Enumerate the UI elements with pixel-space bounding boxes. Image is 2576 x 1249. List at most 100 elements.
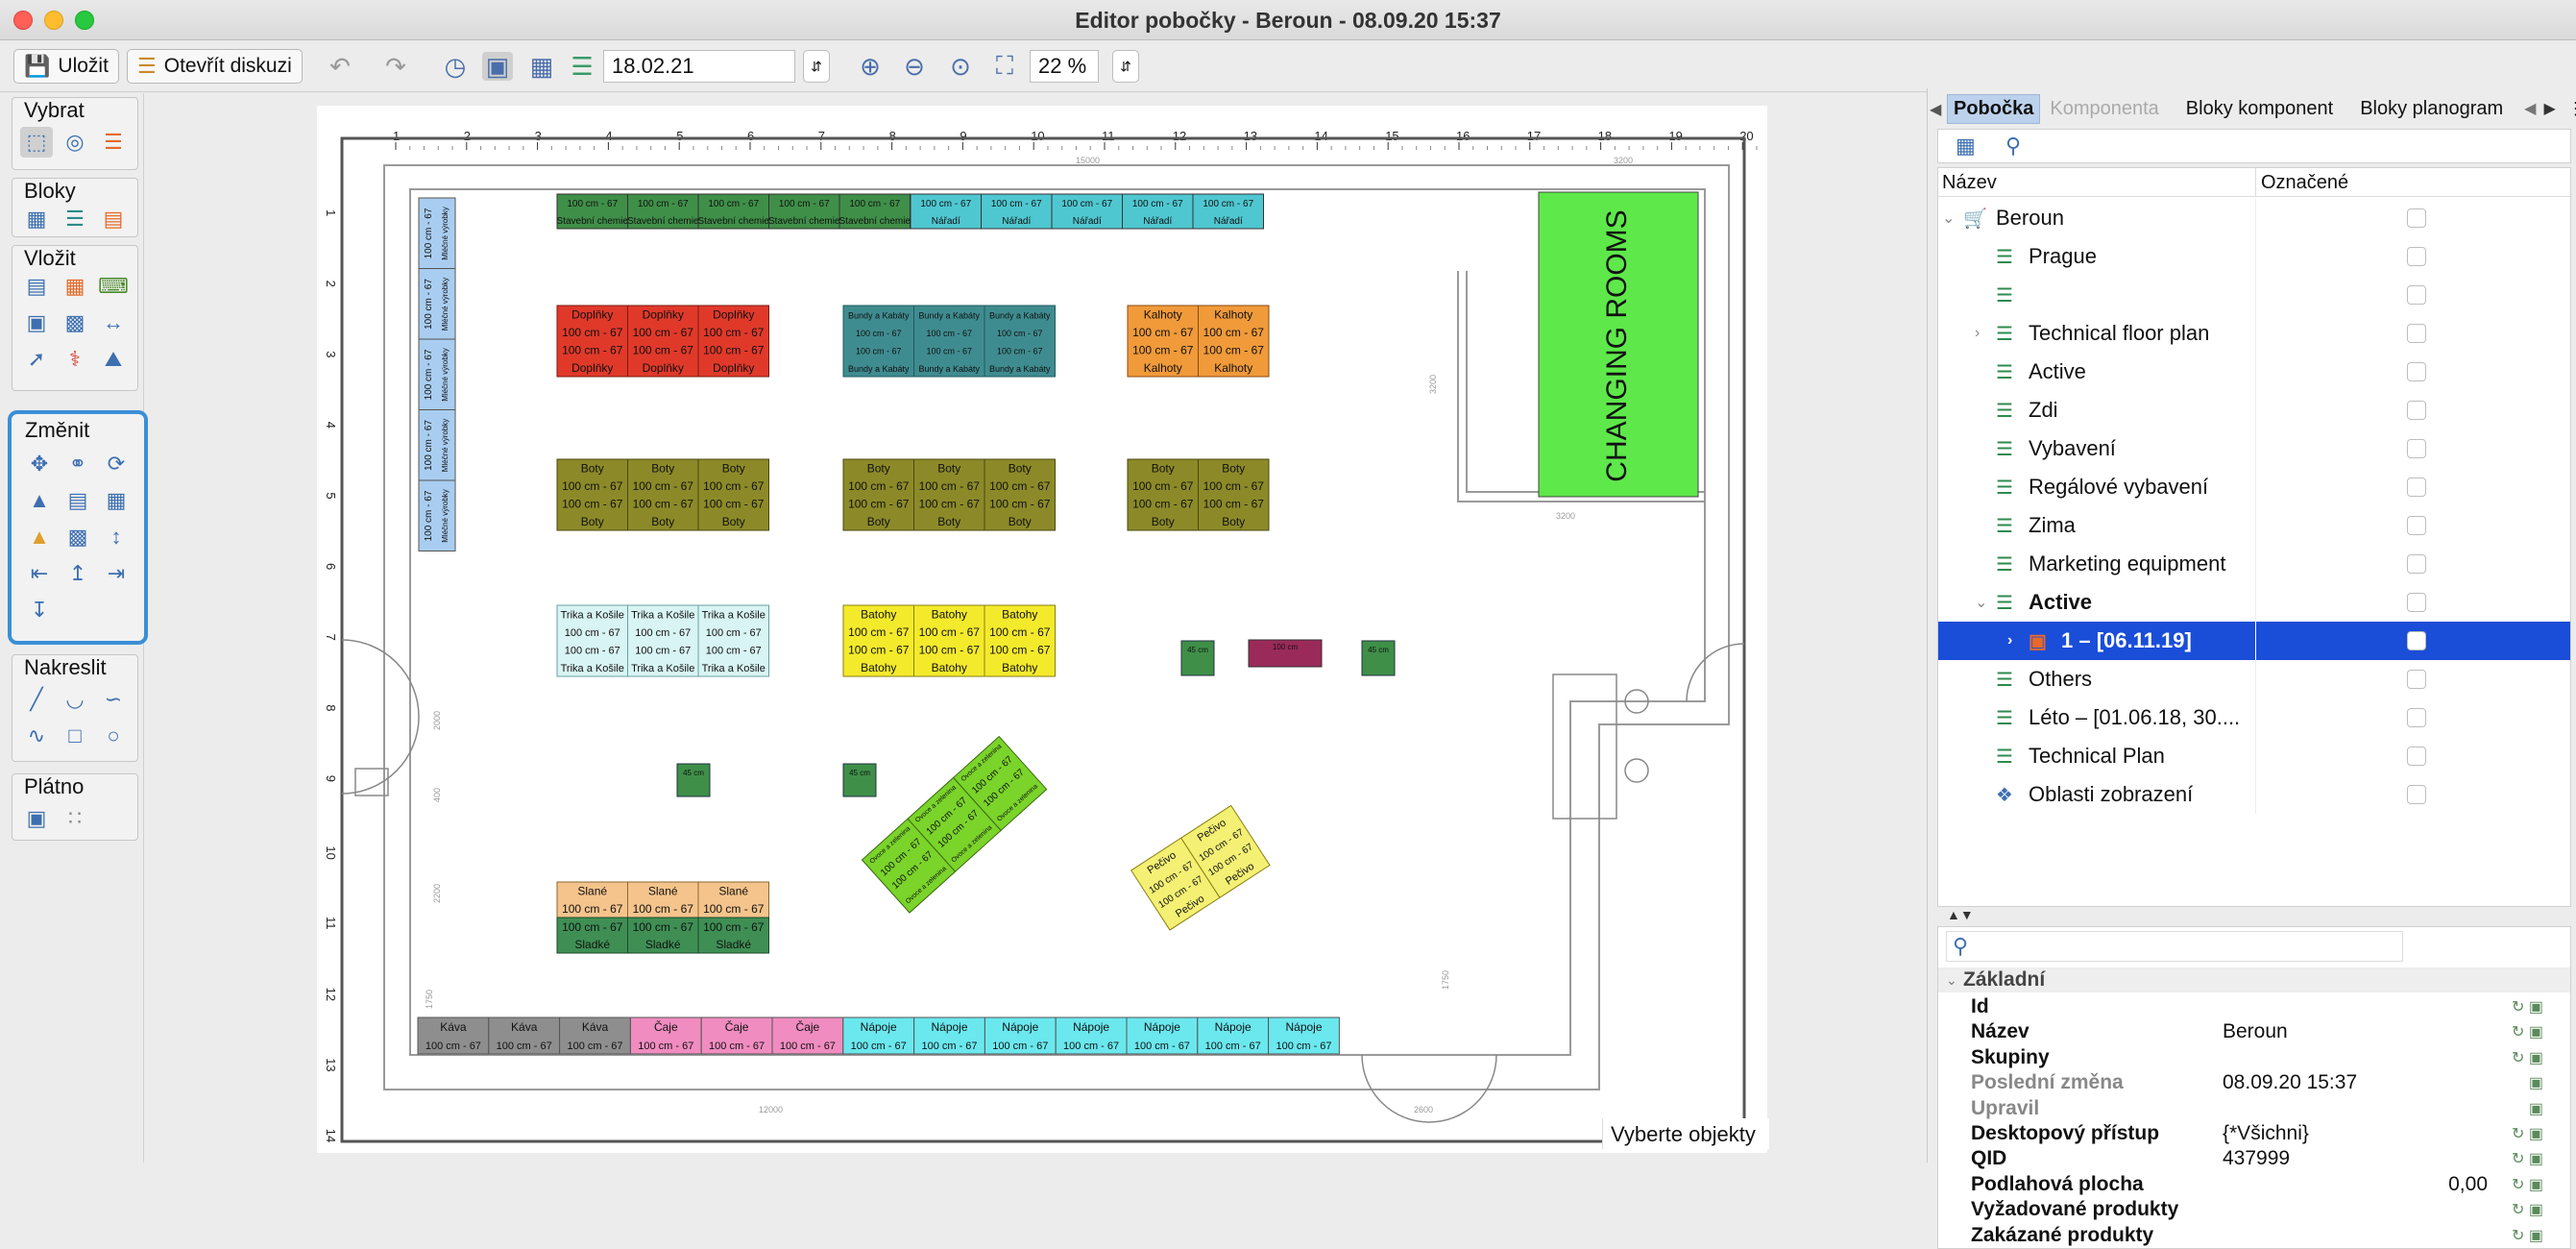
chevron-down-icon[interactable]: ⌄ [1975,595,1988,611]
marked-checkbox[interactable] [2407,362,2426,381]
shelf-unit[interactable] [913,305,985,378]
marked-checkbox[interactable] [2407,247,2426,266]
shelf-unit[interactable] [697,458,769,531]
insert-line-icon[interactable]: ➚ [27,347,46,371]
shelf-unit[interactable] [910,193,982,230]
display-45cm[interactable]: 45 cm [1361,640,1396,676]
tab-bloky-planogram[interactable]: Bloky planogram [2360,97,2504,119]
shelf-unit[interactable] [984,604,1056,677]
target-select-icon[interactable]: ◎ [65,130,85,154]
marked-checkbox[interactable] [2407,439,2426,458]
shelf-unit[interactable] [559,1016,631,1055]
mirror-icon[interactable]: ▲ [29,525,50,549]
tab-bloky-komponent[interactable]: Bloky komponent [2185,97,2334,119]
zoom-stepper[interactable]: ⇵ [1112,50,1139,83]
shelf-unit[interactable] [556,193,628,230]
polygon-edit-icon[interactable]: ▲ [29,488,50,512]
tab-pobocka[interactable]: Pobočka [1947,93,2041,124]
canvas-size-icon[interactable]: ▣ [26,806,47,830]
shelf-unit[interactable] [627,305,699,378]
tree-row-8[interactable]: ☰Zima [1938,506,2570,545]
block-add-icon[interactable]: ▦ [26,207,47,231]
shelf-unit[interactable] [913,1016,985,1055]
props-search[interactable]: ⚲ [1946,931,2403,962]
shelf-unit[interactable] [1268,1016,1340,1055]
align-bottom-icon[interactable]: ↧ [30,598,49,622]
property-row[interactable]: Id↻ ▣ [1938,994,2570,1019]
canvas-grid-icon[interactable]: ∷ [68,806,82,830]
shelf-unit[interactable] [842,1016,915,1055]
shelf-unit[interactable] [1127,305,1199,378]
shelf-unit[interactable] [697,917,769,954]
shelf-unit[interactable] [842,305,914,378]
group-icon[interactable]: ⚭ [68,452,87,476]
zoom-fit-icon[interactable]: ⊙ [950,51,971,81]
draw-line-icon[interactable]: ╱ [30,687,43,711]
tree-row-5[interactable]: ☰Zdi [1938,391,2570,429]
tabs-scroll-right-icon[interactable]: ▶ [2543,101,2556,117]
zoom-in-icon[interactable]: ⊕ [860,51,881,81]
tree-row-10[interactable]: ⌄☰Active [1938,583,2570,622]
layer-select-icon[interactable]: ☰ [104,130,123,154]
shelf-unit[interactable] [556,458,628,531]
shelf-unit[interactable] [627,458,699,531]
shelf-unit[interactable] [629,1016,702,1055]
property-action-icons[interactable]: ↻ ▣ [2512,1176,2543,1193]
zoom-page-icon[interactable]: ⛶ [995,51,1014,80]
undo-icon[interactable]: ↶ [329,51,351,81]
tree-row-6[interactable]: ☰Vybavení [1938,429,2570,468]
close-window-button[interactable] [13,11,33,30]
tree-row-1[interactable]: ☰Prague [1938,237,2570,276]
insert-pdf-icon[interactable]: ⚕ [69,347,81,371]
props-section-header[interactable]: ⌄ Základní [1938,967,2570,992]
display-unit[interactable] [842,763,877,797]
property-value[interactable]: 0,00 [2448,1172,2488,1195]
tree-row-7[interactable]: ☰Regálové vybavení [1938,468,2570,506]
canvas-toggle-icon[interactable]: ▣ [482,52,513,81]
shelf-unit[interactable] [556,604,628,677]
shelf-unit[interactable] [418,479,456,551]
align-edge-left-icon[interactable]: ⇤ [30,561,49,585]
zoom-out-icon[interactable]: ⊖ [904,51,925,81]
tree-row-0[interactable]: ⌄🛒Beroun [1938,199,2570,237]
shelf-unit[interactable] [1197,1016,1270,1055]
save-button[interactable]: 💾 Uložit [13,49,119,84]
shelf-unit[interactable] [418,409,456,481]
display-45cm[interactable]: 45 cm [1180,640,1215,676]
changing-rooms-area[interactable]: CHANGING ROOMS [1538,191,1699,498]
property-row[interactable]: Vyžadované produkty↻ ▣ [1938,1197,2570,1222]
property-value[interactable]: Beroun [2223,1020,2288,1043]
distribute-v-icon[interactable]: ↕ [110,525,122,549]
block-layers-icon[interactable]: ☰ [65,207,85,231]
display-100cm[interactable]: 100 cm [1248,639,1323,668]
align-edge-right-icon[interactable]: ⇥ [107,561,126,585]
marked-checkbox[interactable] [2407,516,2426,535]
property-action-icons[interactable]: ▣ [2528,1075,2543,1092]
property-row[interactable]: Desktopový přístup{*Všichni}↻ ▣ [1938,1121,2570,1146]
draw-polyline-icon[interactable]: ∿ [27,723,46,747]
insert-grid-icon[interactable]: ▩ [64,310,85,334]
shelf-unit[interactable] [768,193,840,230]
minimize-window-button[interactable] [44,11,63,30]
property-action-icons[interactable]: ↻ ▣ [2512,1126,2543,1142]
insert-shelf-icon[interactable]: ▤ [26,274,47,298]
display-unit[interactable] [1361,640,1396,676]
draw-rect-icon[interactable]: □ [68,723,82,747]
tree-row-11[interactable]: ›▣1 – [06.11.19] [1938,622,2570,660]
tabs-scroll-left-icon[interactable]: ◀ [2524,101,2537,117]
property-action-icons[interactable]: ↻ ▣ [2512,1227,2543,1244]
shelf-unit[interactable] [952,735,1048,832]
